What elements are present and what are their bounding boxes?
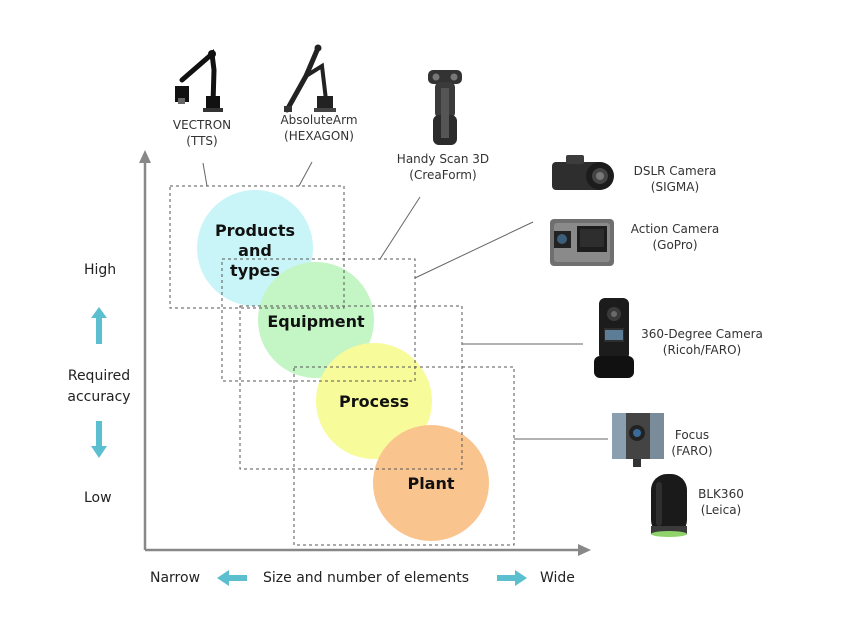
x-axis-title: Size and number of elements: [263, 570, 470, 586]
device-maker: (FARO): [671, 444, 713, 458]
circle-label-products-line3: types: [230, 261, 280, 280]
device-label-vectron: VECTRON (TTS): [152, 117, 252, 149]
circle-label-equipment: Equipment: [267, 312, 365, 331]
device-name: BLK360: [698, 487, 744, 501]
y-axis-title: Required accuracy: [63, 366, 135, 408]
range-box-equipment: [221, 258, 416, 382]
360-camera-icon: [594, 298, 634, 378]
dslr-camera-icon: [552, 155, 614, 190]
device-name: Handy Scan 3D: [396, 152, 490, 166]
arrow-left-icon: [217, 570, 247, 586]
circle-label-products-line2: and: [238, 241, 272, 260]
y-axis-title-line2: accuracy: [67, 389, 131, 405]
device-label-dslr: DSLR Camera (SIGMA): [620, 163, 730, 195]
connector-handyscan: [379, 196, 421, 260]
device-maker: (GoPro): [652, 238, 698, 252]
range-box-plant: [293, 366, 515, 546]
device-maker: (TTS): [186, 134, 218, 148]
circle-process: [316, 343, 432, 459]
x-axis-narrow-label: Narrow: [150, 570, 201, 586]
device-name: VECTRON: [172, 118, 232, 132]
action-camera-icon: [550, 219, 614, 266]
circle-equipment: [258, 262, 374, 378]
device-label-360-camera: 360-Degree Camera (Ricoh/FARO): [632, 326, 772, 358]
device-label-handyscan: Handy Scan 3D (CreaForm): [383, 151, 503, 183]
x-axis-wide-label: Wide: [540, 570, 575, 586]
device-name: DSLR Camera: [633, 164, 717, 178]
arrow-down-icon: [91, 421, 107, 458]
y-axis-arrowhead: [139, 150, 151, 163]
circle-label-process: Process: [339, 392, 409, 411]
circle-label-products-and-types: Products and types: [205, 221, 305, 281]
articulated-arm-icon: [175, 49, 223, 112]
y-axis-high-label: High: [84, 262, 117, 278]
laser-scanner-icon: [651, 474, 687, 537]
device-maker: (HEXAGON): [284, 129, 354, 143]
device-maker: (CreaForm): [409, 168, 477, 182]
range-box-products: [169, 185, 345, 309]
connector-cameras: [414, 221, 534, 279]
device-label-action: Action Camera (GoPro): [620, 221, 730, 253]
device-name: Action Camera: [630, 222, 720, 236]
device-name: 360-Degree Camera: [641, 327, 763, 341]
circle-label-products-line1: Products: [214, 221, 296, 240]
device-label-blk360: BLK360 (Leica): [688, 486, 754, 518]
device-label-absolutearm: AbsoluteArm (HEXAGON): [264, 112, 374, 144]
y-axis-low-label: Low: [84, 490, 112, 506]
arrow-up-icon: [91, 307, 107, 344]
connector-vectron: [202, 162, 208, 187]
x-axis-arrowhead: [578, 544, 591, 556]
device-name: Focus: [674, 428, 710, 442]
handheld-scanner-icon: [428, 70, 462, 145]
device-maker: (Ricoh/FARO): [662, 343, 742, 357]
device-label-focus: Focus (FARO): [662, 427, 722, 459]
connector-absolutearm: [298, 161, 313, 187]
device-name: AbsoluteArm: [280, 113, 358, 127]
arrow-right-icon: [497, 570, 527, 586]
laser-scanner-icon: [612, 413, 664, 467]
circle-plant: [373, 425, 489, 541]
range-box-process: [239, 305, 463, 470]
device-maker: (SIGMA): [650, 180, 700, 194]
y-axis-title-line1: Required: [67, 368, 131, 384]
device-maker: (Leica): [700, 503, 742, 517]
articulated-arm-icon: [284, 44, 336, 113]
circle-label-plant: Plant: [407, 474, 455, 493]
